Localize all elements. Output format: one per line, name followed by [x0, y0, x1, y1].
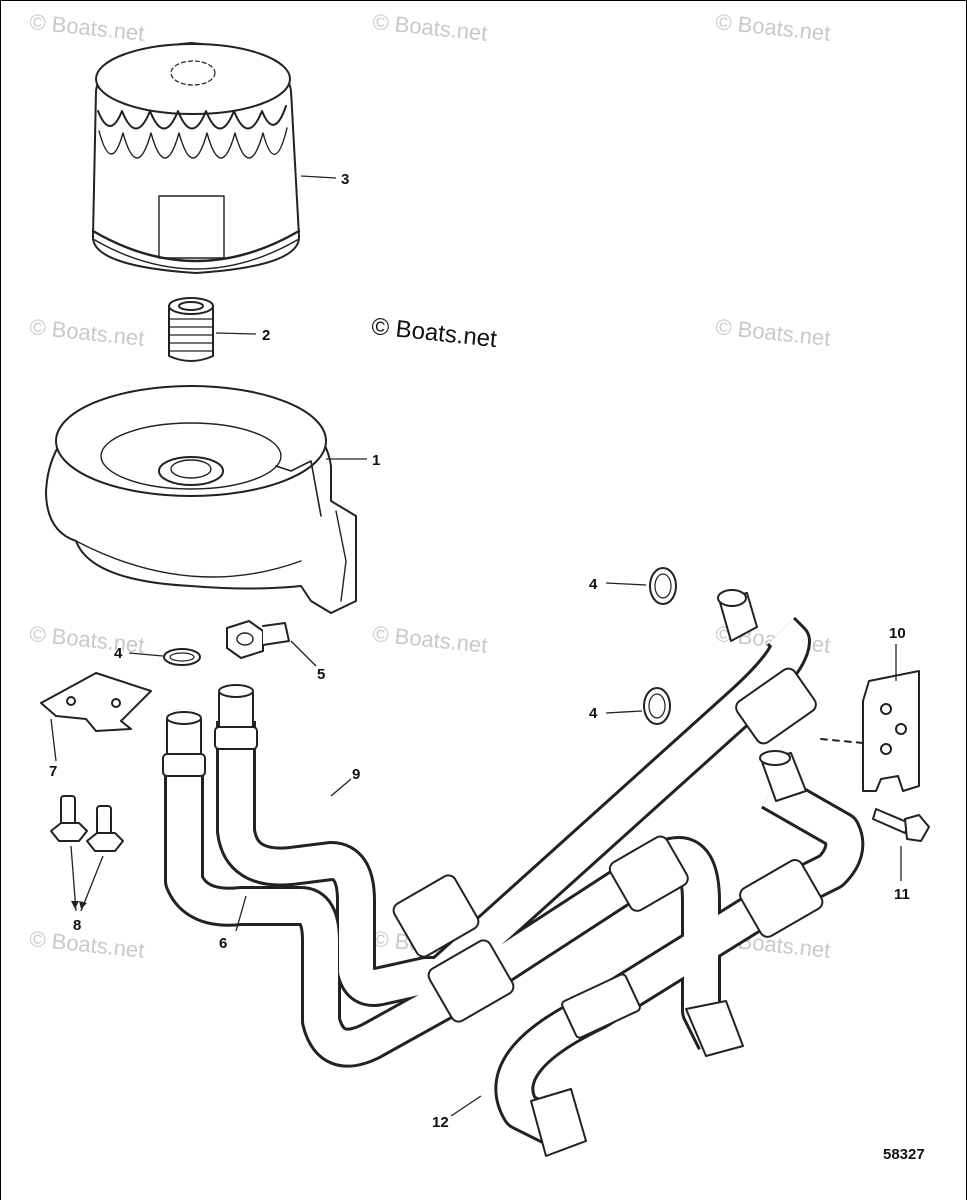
- filter-adapter: [45, 385, 357, 614]
- callout-8: 8: [73, 917, 82, 934]
- hose-fitting: [759, 750, 807, 802]
- bolt: [50, 795, 88, 842]
- callout-1: 1: [372, 452, 381, 469]
- callout-10: 10: [889, 625, 906, 642]
- hose-clamp: [561, 973, 641, 1039]
- callout-3: 3: [341, 171, 350, 188]
- callout-5: 5: [317, 666, 326, 683]
- callout-12: 12: [432, 1114, 449, 1131]
- bolt: [872, 808, 930, 842]
- hose-fitting: [717, 589, 758, 642]
- bolt: [86, 805, 124, 852]
- callout-2: 2: [262, 327, 271, 344]
- fitting: [226, 620, 290, 659]
- o-ring: [648, 693, 666, 719]
- oil-filter: [91, 42, 301, 274]
- gasket-plate: [40, 672, 152, 732]
- threaded-nipple: [168, 297, 214, 362]
- hose-fitting: [214, 684, 258, 750]
- leader-lines: [50, 175, 902, 1117]
- callout-4: 4: [589, 576, 598, 593]
- callout-11: 11: [894, 886, 910, 903]
- callout-6: 6: [219, 935, 228, 952]
- callout-7: 7: [49, 763, 58, 780]
- hose-fitting: [685, 1000, 744, 1057]
- figure-number: 58327: [883, 1146, 925, 1163]
- hose-fitting: [530, 1088, 587, 1157]
- callout-9: 9: [352, 766, 361, 783]
- callout-4: 4: [114, 645, 123, 662]
- o-ring: [169, 652, 195, 662]
- o-ring: [654, 573, 672, 599]
- bracket-plate: [862, 670, 920, 792]
- hose-coupler: [392, 667, 824, 1023]
- callout-4: 4: [589, 705, 598, 722]
- hose-fitting: [162, 711, 206, 777]
